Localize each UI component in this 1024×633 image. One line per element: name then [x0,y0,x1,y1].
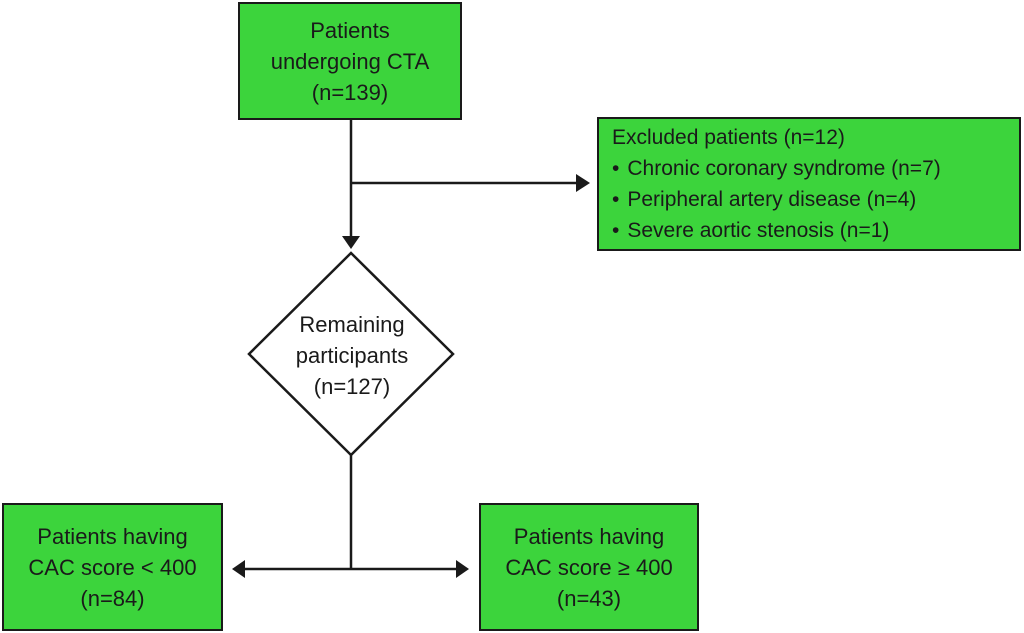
remaining-line-1: Remaining [299,312,405,337]
cac-low-line-2: CAC score < 400 [28,554,197,580]
patients-cta-line-2: undergoing CTA [270,48,430,74]
arrowhead-right-to-excluded [576,174,590,192]
arrowhead-left-to-cac-low [232,560,245,578]
arrowhead-down-to-diamond [342,236,360,249]
cac-low-line-1: Patients having [37,523,188,549]
patients-cta-count: (n=139) [311,79,389,105]
excluded-patients-box: Excluded patients (n=12) Chronic coronar… [597,117,1021,251]
cac-low-count: (n=84) [80,585,145,611]
cac-high-count: (n=43) [556,585,622,611]
remaining-line-2: participants [295,343,409,368]
excluded-item-aortic-stenosis: Severe aortic stenosis (n=1) [612,215,889,246]
excluded-item-chronic-coronary: Chronic coronary syndrome (n=7) [612,153,940,184]
remaining-count: (n=127) [313,374,391,399]
arrowhead-right-to-cac-high [456,560,469,578]
remaining-participants-label: Remaining participants (n=127) [263,308,441,403]
patients-cta-line-1: Patients [310,17,390,43]
cac-score-below-400-box: Patients having CAC score < 400 (n=84) [2,503,223,631]
cac-high-line-1: Patients having [513,523,665,549]
excluded-item-peripheral-artery: Peripheral artery disease (n=4) [612,184,916,215]
cac-score-at-least-400-box: Patients having CAC score ≥ 400 (n=43) [479,503,699,631]
patients-undergoing-cta-box: Patients undergoing CTA (n=139) [238,2,462,120]
excluded-header: Excluded patients (n=12) [612,126,845,149]
cac-high-line-2: CAC score ≥ 400 [505,554,673,580]
